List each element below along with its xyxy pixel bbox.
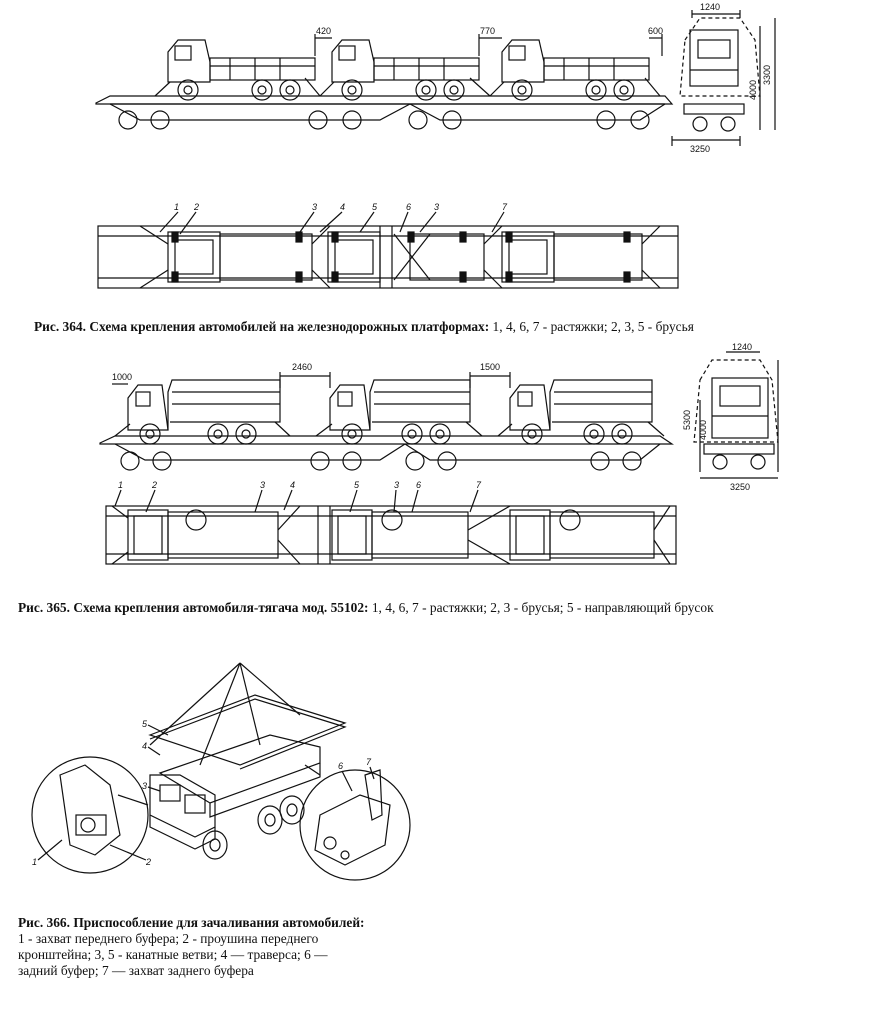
callout-366-2: 2 <box>145 857 151 867</box>
caption-365-body: 1, 4, 6, 7 - растяжки; 2, 3 - брусья; 5 … <box>368 600 714 615</box>
callout-364-2: 2 <box>193 202 199 212</box>
callout-365-3: 3 <box>260 480 265 490</box>
dim-height-4000-365: 4000 <box>698 420 708 440</box>
callout-364-3: 3 <box>312 202 317 212</box>
callout-366-7: 7 <box>366 757 372 767</box>
callout-365-2: 2 <box>151 480 157 490</box>
caption-366-line-2: кронштейна; 3, 5 - канатные ветви; 4 — т… <box>18 947 328 962</box>
callout-365-3b: 3 <box>394 480 399 490</box>
caption-364-body: 1, 4, 6, 7 - растяжки; 2, 3, 5 - брусья <box>489 319 694 334</box>
figure-366-drawing: 5 4 3 1 2 6 7 <box>31 662 411 881</box>
callout-364-5: 5 <box>372 202 378 212</box>
callout-364-7: 7 <box>502 202 508 212</box>
caption-365-title: Рис. 365. Схема крепления автомобиля-тяг… <box>18 600 369 615</box>
dim-height-4000-364: 4000 <box>748 80 758 100</box>
dim-width-bottom-364: 3250 <box>690 144 710 154</box>
callout-364-4: 4 <box>340 202 345 212</box>
figure-364-drawing: 420 770 600 1240 3300 4000 3250 1 2 3 4 … <box>95 2 776 289</box>
dim-gap2-365: 1500 <box>480 362 500 372</box>
callout-366-5: 5 <box>142 719 148 729</box>
dim-gap1-364: 420 <box>316 26 331 36</box>
caption-364: Рис. 364. Схема крепления автомобилей на… <box>34 319 874 335</box>
callout-366-1: 1 <box>32 857 37 867</box>
caption-366: Рис. 366. Приспособление для зачаливания… <box>18 915 458 979</box>
caption-366-title-text: Рис. 366. Приспособление для зачаливания… <box>18 915 365 930</box>
callout-366-3: 3 <box>142 781 147 791</box>
callout-365-6: 6 <box>416 480 421 490</box>
dim-width-bottom-365: 3250 <box>730 482 750 492</box>
caption-366-line-3: задний буфер; 7 — захват заднего буфера <box>18 963 254 978</box>
callout-364-1: 1 <box>174 202 179 212</box>
figure-365-drawing: 1000 2460 1500 1240 5300 4000 3250 1 2 3… <box>99 342 779 565</box>
dim-height-5300: 5300 <box>682 410 692 430</box>
figure-364: 420 770 600 1240 3300 4000 3250 1 2 3 4 … <box>0 0 888 300</box>
callout-366-6: 6 <box>338 761 343 771</box>
dim-height-3300: 3300 <box>762 65 772 85</box>
callout-366-4: 4 <box>142 741 147 751</box>
figure-366: 5 4 3 1 2 6 7 <box>0 655 888 905</box>
dim-front-365: 1000 <box>112 372 132 382</box>
dim-gap3-364: 600 <box>648 26 663 36</box>
callout-365-7: 7 <box>476 480 482 490</box>
caption-366-title: Рис. 366. Приспособление для зачаливания… <box>18 915 458 931</box>
caption-366-line-1: 1 - захват переднего буфера; 2 - проушин… <box>18 931 319 946</box>
caption-364-title: Рис. 364. Схема крепления автомобилей на… <box>34 319 490 334</box>
caption-365: Рис. 365. Схема крепления автомобиля-тяг… <box>18 600 884 616</box>
figure-365: 1000 2460 1500 1240 5300 4000 3250 1 2 3… <box>0 340 888 590</box>
callout-365-1: 1 <box>118 480 123 490</box>
callout-364-3b: 3 <box>434 202 439 212</box>
dim-width-top-365: 1240 <box>732 342 752 352</box>
callout-364-6: 6 <box>406 202 411 212</box>
callout-365-5: 5 <box>354 480 360 490</box>
callout-365-4: 4 <box>290 480 295 490</box>
dim-gap1-365: 2460 <box>292 362 312 372</box>
dim-width-top-364: 1240 <box>700 2 720 12</box>
dim-gap2-364: 770 <box>480 26 495 36</box>
